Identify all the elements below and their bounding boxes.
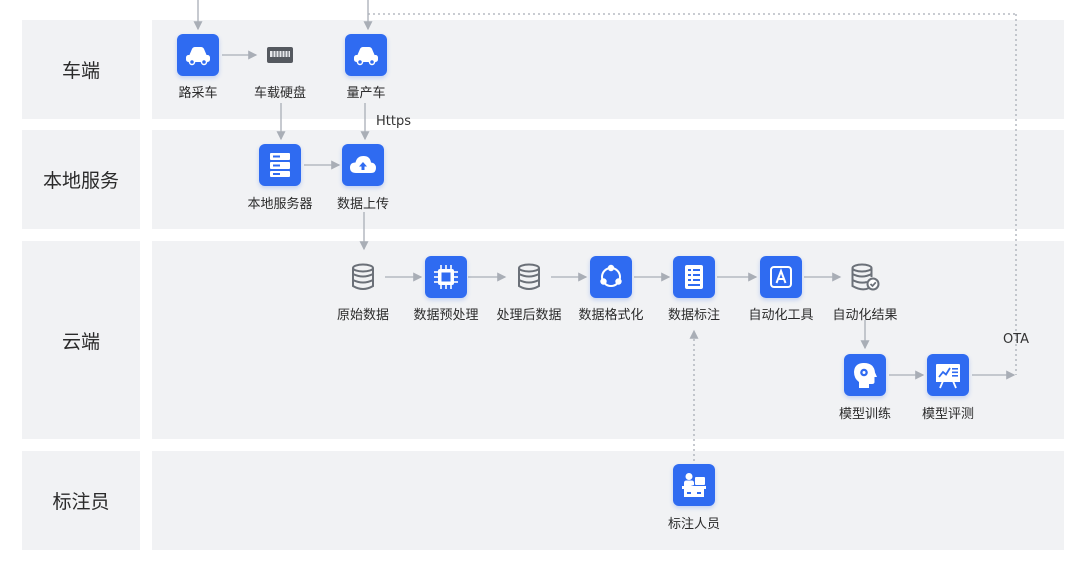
node-label: 数据上传 <box>336 197 389 212</box>
brain-head-icon <box>844 354 886 396</box>
edge-label-https: Https <box>376 114 411 129</box>
node-label: 原始数据 <box>336 308 389 323</box>
lane-label-annotator: 标注员 <box>22 451 140 550</box>
node-label: 数据预处理 <box>413 308 479 323</box>
node-label: 量产车 <box>346 86 386 101</box>
lane-label-vehicle: 车端 <box>22 20 140 119</box>
hard-disk-icon <box>259 34 301 76</box>
node-label: 处理后数据 <box>496 308 562 323</box>
cloud-upload-icon <box>342 144 384 186</box>
lane-annotator <box>152 451 1064 550</box>
node-label: 模型训练 <box>838 407 891 422</box>
node-label: 自动化工具 <box>748 308 814 323</box>
server-icon <box>259 144 301 186</box>
node-label: 车载硬盘 <box>253 86 306 101</box>
presentation-chart-icon <box>927 354 969 396</box>
person-at-desk-icon <box>673 464 715 506</box>
lane-label-local: 本地服务 <box>22 130 140 229</box>
node-label: 数据格式化 <box>578 308 644 323</box>
node-label: 标注人员 <box>667 517 720 532</box>
node-label: 本地服务器 <box>247 197 313 212</box>
node-label: 自动化结果 <box>832 308 898 323</box>
node-label: 模型评测 <box>921 407 974 422</box>
chip-icon <box>425 256 467 298</box>
database-icon <box>508 256 550 298</box>
database-check-icon <box>844 256 886 298</box>
edge-label-ota: OTA <box>1003 332 1030 347</box>
share-nodes-icon <box>590 256 632 298</box>
node-label: 路采车 <box>178 86 218 101</box>
node-label: 数据标注 <box>667 308 720 323</box>
lane-label-cloud: 云端 <box>22 241 140 439</box>
database-icon <box>342 256 384 298</box>
lane-local <box>152 130 1064 229</box>
car-icon <box>345 34 387 76</box>
lane-vehicle <box>152 20 1064 119</box>
car-icon <box>177 34 219 76</box>
app-tool-icon <box>760 256 802 298</box>
document-list-icon <box>673 256 715 298</box>
